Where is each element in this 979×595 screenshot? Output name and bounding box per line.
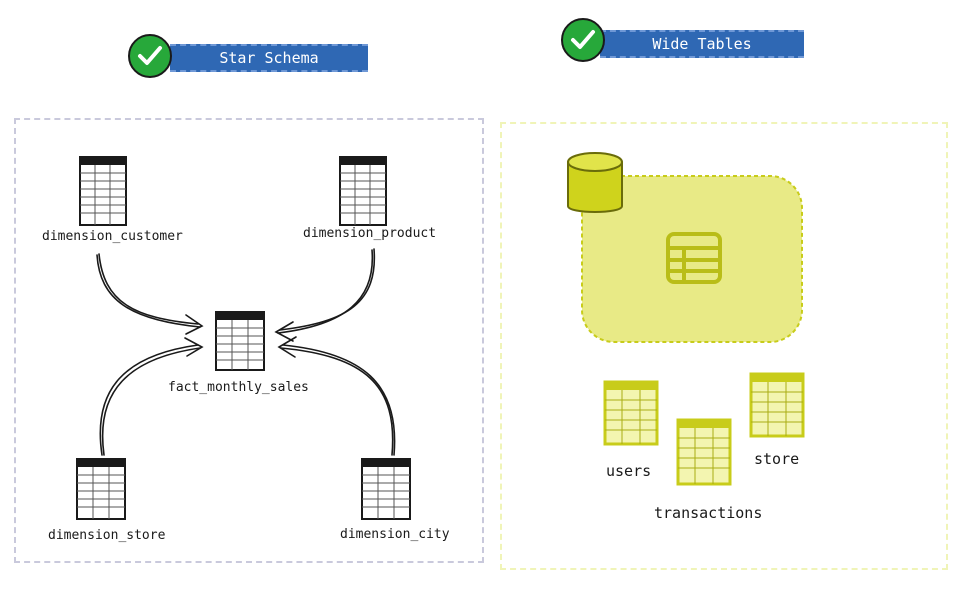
dimension-store-table-icon xyxy=(76,458,126,520)
table-grid-icon xyxy=(666,232,722,284)
star-schema-title: Star Schema xyxy=(219,49,319,67)
store-table-icon xyxy=(749,372,805,438)
dimension-store-label: dimension_store xyxy=(48,528,166,543)
star-schema-check-icon xyxy=(128,34,172,78)
dimension-city-label: dimension_city xyxy=(340,527,450,542)
dimension-product-label: dimension_product xyxy=(303,226,437,241)
store-label: store xyxy=(754,450,800,468)
star-schema-panel xyxy=(14,118,484,563)
wide-tables-panel xyxy=(500,122,948,570)
users-label: users xyxy=(606,462,652,480)
wide-tables-check-icon xyxy=(561,18,605,62)
dimension-customer-label: dimension_customer xyxy=(42,229,183,244)
dimension-product-table-icon xyxy=(339,156,387,226)
dimension-city-table-icon xyxy=(361,458,411,520)
wide-tables-banner: Wide Tables xyxy=(600,30,804,58)
transactions-table-icon xyxy=(676,418,732,486)
users-table-icon xyxy=(603,380,659,446)
database-icon xyxy=(567,152,623,213)
transactions-label: transactions xyxy=(654,504,763,522)
fact-monthly-sales-table-icon xyxy=(215,311,265,371)
dimension-customer-table-icon xyxy=(79,156,127,226)
fact-monthly-sales-label: fact_monthly_sales xyxy=(168,380,309,395)
star-schema-banner: Star Schema xyxy=(170,44,368,72)
wide-tables-title: Wide Tables xyxy=(652,35,752,53)
